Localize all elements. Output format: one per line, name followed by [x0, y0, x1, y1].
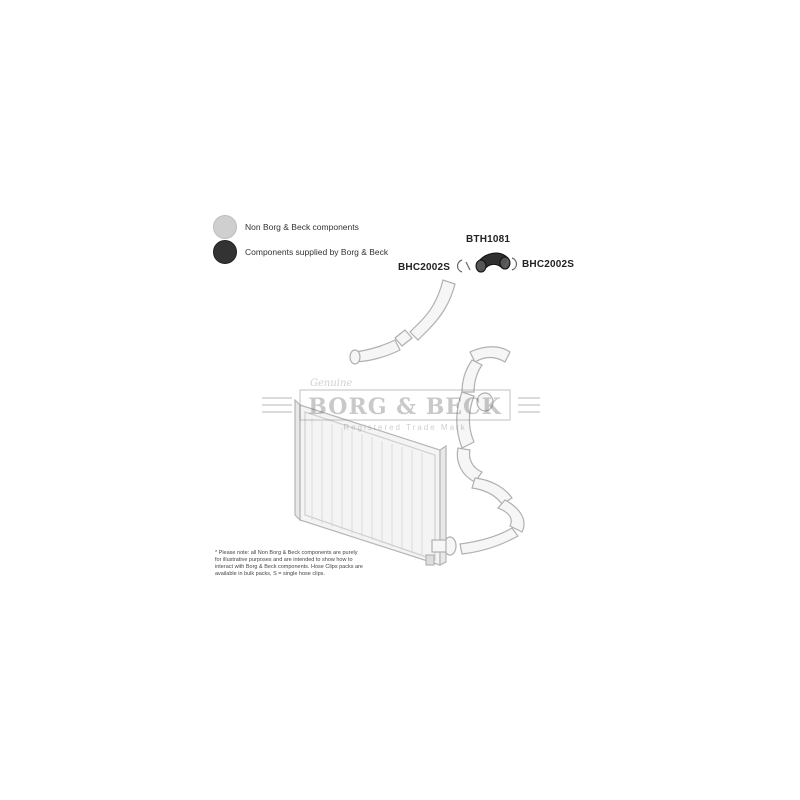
- borg-beck-watermark: Genuine BORG & BECK Registered Trade Mar…: [262, 378, 540, 432]
- legend-bb: Components supplied by Borg & Beck: [213, 240, 388, 264]
- legend-bb-label: Components supplied by Borg & Beck: [245, 247, 389, 257]
- grey-swatch-icon: [213, 215, 237, 239]
- footnote: * Please note: all Non Borg & Beck compo…: [215, 550, 363, 577]
- hose-clip-right-icon: [504, 257, 518, 271]
- intercooler-radiator: [294, 398, 447, 566]
- watermark-tagline: Registered Trade Mark: [343, 423, 466, 432]
- watermark-script: Genuine: [310, 378, 352, 389]
- dark-swatch-icon: [213, 240, 237, 264]
- watermark-brand: BORG & BECK: [308, 394, 501, 420]
- bth1081-hose: [475, 252, 511, 273]
- legend-non-bb-label: Non Borg & Beck components: [245, 222, 359, 232]
- part-label-clip-left: BHC2002S: [398, 262, 451, 273]
- legend-non-bb: Non Borg & Beck components: [213, 215, 359, 239]
- part-label-clip-right: BHC2002S: [522, 259, 575, 270]
- non-bb-pipes: [349, 279, 525, 556]
- hose-clip-left-icon: [456, 259, 471, 273]
- part-label-bth1081: BTH1081: [466, 234, 511, 245]
